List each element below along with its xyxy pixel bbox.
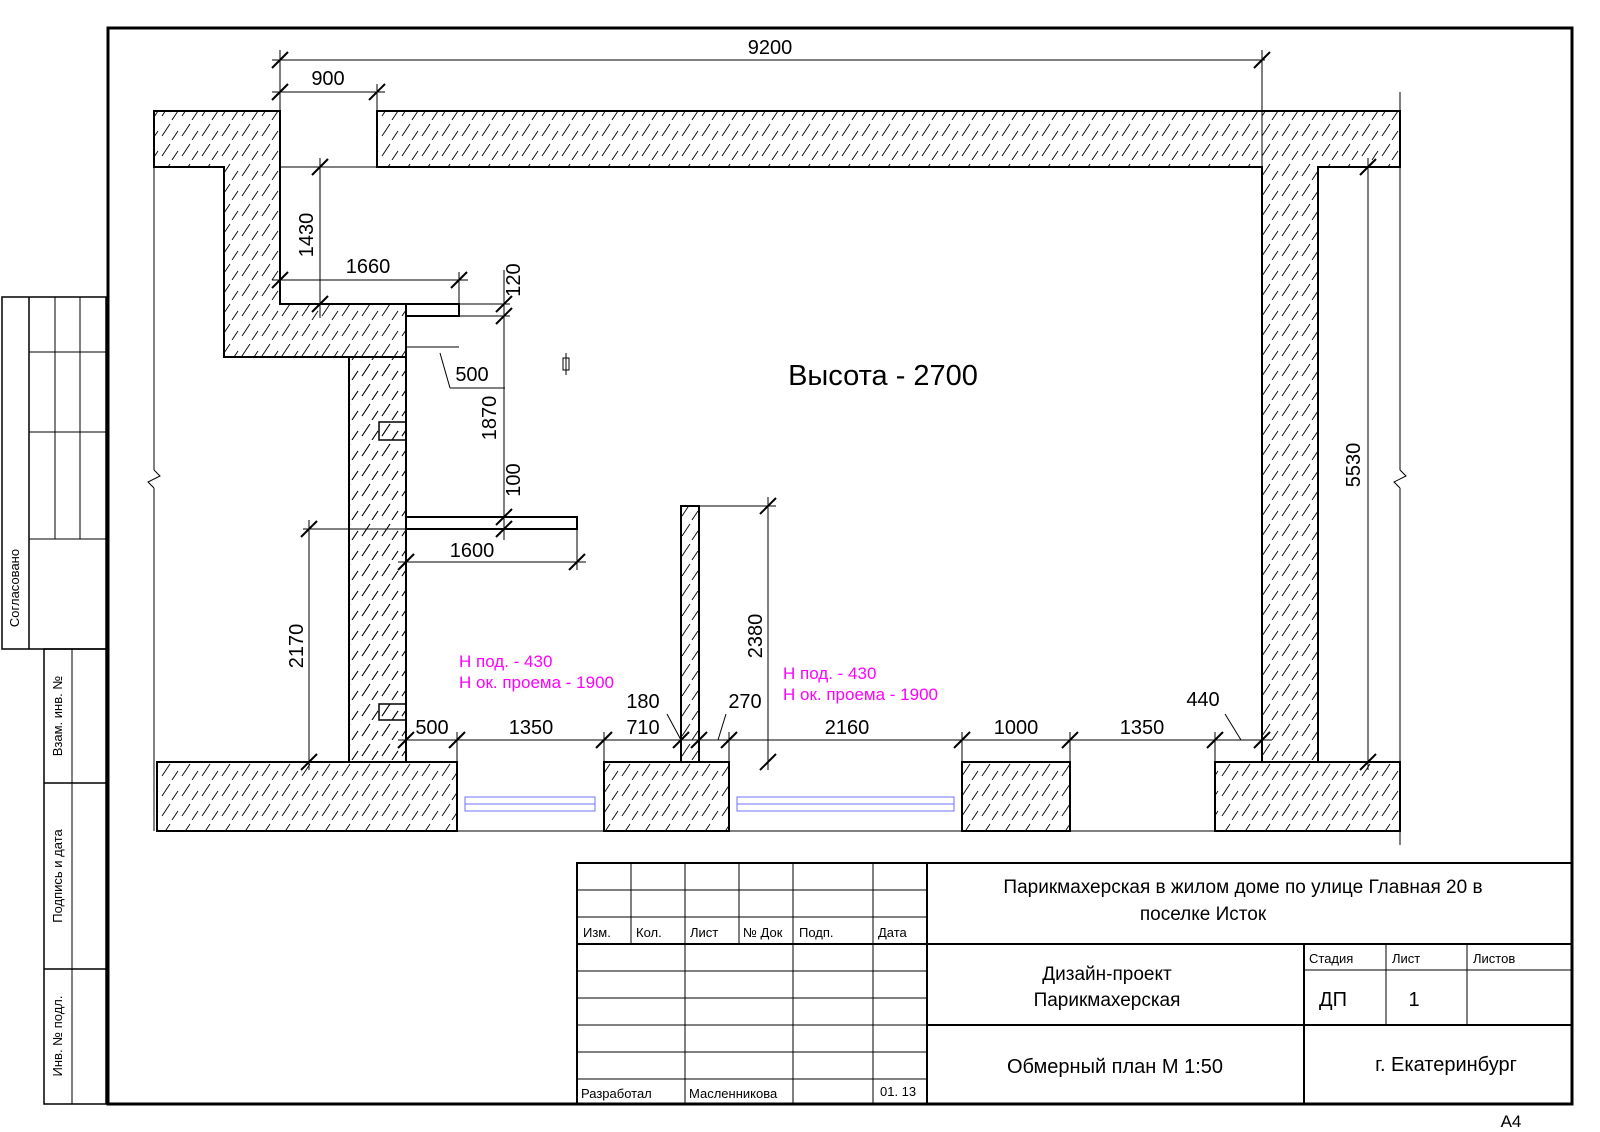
dim-120: 120	[503, 263, 525, 296]
paper-format: А4	[1501, 1112, 1522, 1131]
city: г. Екатеринбург	[1375, 1054, 1517, 1076]
room-floor	[407, 168, 1261, 761]
dim-270: 270	[728, 691, 761, 713]
wall-bottom-1	[156, 761, 458, 832]
header-data: Дата	[878, 925, 908, 940]
sheet-label: Лист	[1392, 951, 1420, 966]
side-stamp	[1, 296, 107, 1105]
wall-bottom-2	[603, 761, 730, 832]
window-note-2-opening: Н ок. проема - 1900	[783, 685, 938, 704]
dim-1350-b: 1350	[1120, 717, 1165, 739]
project-title-line1: Парикмахерская в жилом доме по улице Гла…	[1003, 877, 1482, 898]
window-notes: Н под. - 430 Н ок. проема - 1900 Н под. …	[459, 652, 938, 704]
design-line2: Парикмахерская	[1034, 990, 1181, 1011]
dim-1870: 1870	[479, 396, 501, 441]
interior-elements	[405, 303, 700, 763]
dim-1600: 1600	[450, 540, 495, 562]
design-line1: Дизайн-проект	[1042, 964, 1172, 985]
dimension-ticks	[271, 51, 1377, 771]
dim-9200: 9200	[748, 37, 793, 59]
dim-2380: 2380	[745, 614, 767, 659]
wall-bottom-4	[1214, 761, 1401, 832]
header-izm: Изм.	[583, 925, 611, 940]
sheet-name: Обмерный план М 1:50	[1007, 1056, 1223, 1078]
developed-label: Разработал	[581, 1086, 652, 1101]
room-cutout	[350, 357, 406, 762]
dim-1350-a: 1350	[509, 717, 554, 739]
dim-500-top: 500	[455, 364, 488, 386]
stage-value: ДП	[1319, 989, 1347, 1011]
wall-bottom-3	[961, 761, 1071, 832]
developer-name: Масленникова	[689, 1086, 778, 1101]
dim-2170: 2170	[286, 624, 308, 669]
dim-180: 180	[626, 691, 659, 713]
title-block-text: Изм. Кол. Лист № Док Подп. Дата Разработ…	[581, 877, 1517, 1101]
window-note-1-opening: Н ок. проема - 1900	[459, 673, 614, 692]
header-kol: Кол.	[636, 925, 662, 940]
ceiling-height-label: Высота - 2700	[788, 360, 978, 392]
dim-1660: 1660	[346, 256, 391, 278]
developed-date: 01. 13	[880, 1084, 916, 1099]
dimension-lines	[147, 50, 1407, 845]
dim-100: 100	[503, 463, 525, 496]
dim-2160: 2160	[825, 717, 870, 739]
title-block	[576, 862, 1573, 1105]
radiator	[378, 421, 407, 721]
stamp-sign-date: Подпись и дата	[50, 828, 65, 922]
dim-500-bottom: 500	[415, 717, 448, 739]
project-title-line2: поселке Исток	[1140, 904, 1267, 925]
dim-710: 710	[626, 717, 659, 739]
header-ndok: № Док	[743, 925, 783, 940]
stamp-inv-orig: Инв. № подл.	[50, 996, 65, 1077]
sheet-value: 1	[1408, 989, 1419, 1011]
dim-900: 900	[311, 68, 344, 90]
stamp-replaced-inv: Взам. инв. №	[50, 676, 65, 757]
outlet-icon	[562, 353, 570, 375]
header-list: Лист	[690, 925, 718, 940]
dim-1000: 1000	[994, 717, 1039, 739]
dim-5530: 5530	[1343, 443, 1365, 488]
dimension-labels: 9200 900 1430 1660 120 500 1870 100 1600…	[286, 37, 1365, 739]
stage-label: Стадия	[1309, 951, 1353, 966]
dim-1430: 1430	[296, 213, 318, 258]
dim-440: 440	[1186, 689, 1219, 711]
window-glazing	[464, 796, 955, 812]
sheets-label: Листов	[1473, 951, 1515, 966]
window-note-2-sill: Н под. - 430	[783, 664, 876, 683]
header-podp: Подп.	[799, 925, 834, 940]
stamp-agreed: Согласовано	[7, 549, 22, 627]
window-note-1-sill: Н под. - 430	[459, 652, 552, 671]
